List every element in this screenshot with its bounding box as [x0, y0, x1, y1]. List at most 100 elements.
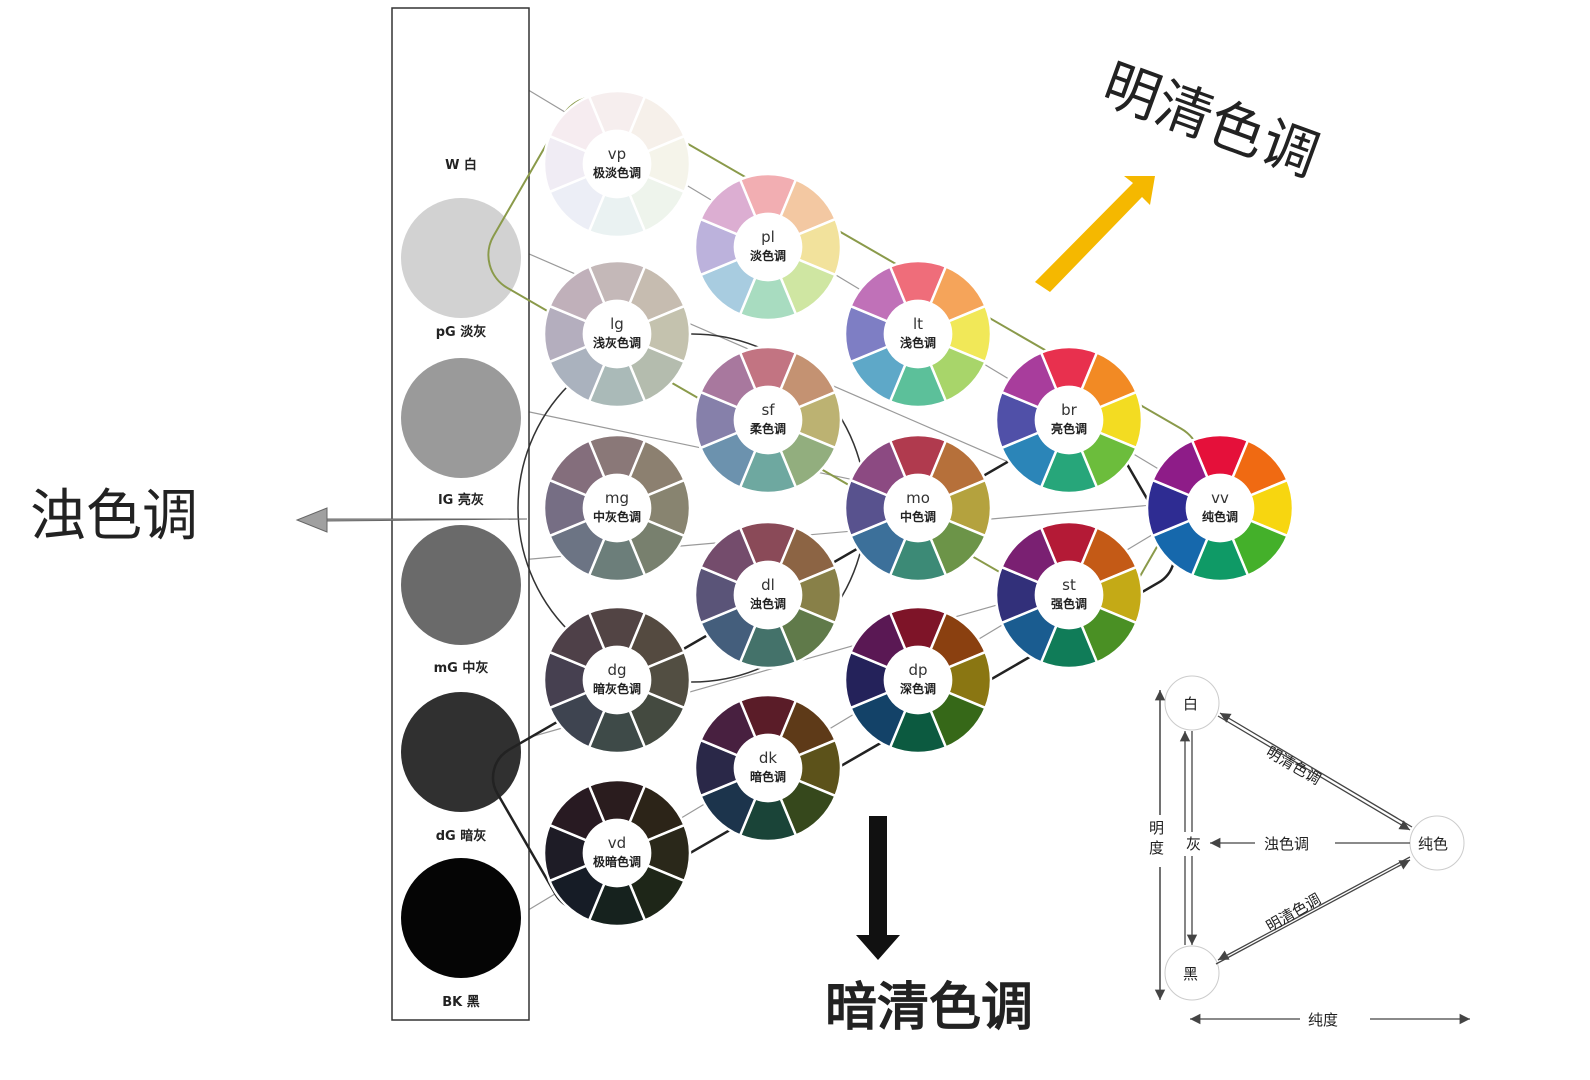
black-node [1164, 945, 1220, 1001]
wheel-center [734, 386, 802, 454]
wheel-center [884, 474, 952, 542]
dull-label: 浊色调 [30, 484, 198, 549]
gray-label-bg [1180, 832, 1210, 856]
lightness-label-bg [1142, 815, 1178, 867]
tone-wheel-br: br 亮色调 [994, 345, 1144, 495]
gray-scale-column: W 白 pG 淡灰 lG 亮灰 mG 中灰 dG 暗灰 BK 黑 [391, 7, 530, 1021]
tone-wheel-sf: sf 柔色调 [693, 345, 843, 495]
wheel-center [1035, 386, 1103, 454]
wheel-center [583, 646, 651, 714]
wheel-name-label: 亮色调 [1051, 421, 1087, 436]
dull-tri-label: 浊色调 [1264, 835, 1309, 853]
wheel-code-label: dl [761, 576, 775, 594]
light-clear-tri-label: 明清色调 [1263, 743, 1324, 789]
wheel-center [1035, 561, 1103, 629]
gray-swatch [401, 692, 521, 812]
wheel-name-label: 极暗色调 [593, 854, 641, 869]
gray-swatch [401, 525, 521, 645]
white-node [1164, 675, 1220, 731]
wheel-code-label: pl [761, 228, 775, 246]
wheel-code-label: dk [759, 749, 778, 767]
group-arrows [295, 176, 1155, 960]
wheel-name-label: 暗色调 [750, 769, 786, 784]
tone-triangle-diagram: 白 纯色 黑 灰 明清色调 浊色调 明清色调 明度 纯度 [1142, 675, 1470, 1032]
tone-wheel-mo: mo 中色调 [843, 433, 993, 583]
tone-wheel-st: st 强色调 [994, 520, 1144, 670]
gray-swatch-label: lG 亮灰 [438, 492, 484, 508]
wheel-name-label: 柔色调 [749, 421, 786, 436]
wheel-code-label: lt [913, 315, 923, 333]
chroma-label-bg [1300, 1008, 1370, 1032]
gray-swatch-label: pG 淡灰 [436, 324, 487, 340]
gray-scale-frame [391, 7, 530, 1021]
gray-swatch-label: mG 中灰 [434, 660, 489, 676]
tone-wheel-mg: mg 中灰色调 [542, 433, 692, 583]
wheel-center [734, 561, 802, 629]
tone-wheel-vd: vd 极暗色调 [542, 778, 692, 928]
tone-wheel-dl: dl 浊色调 [693, 520, 843, 670]
tone-wheel-vp: vp 极淡色调 [542, 89, 692, 239]
tone-wheel-dp: dp 深色调 [843, 605, 993, 755]
gray-swatch-label: W 白 [445, 157, 477, 173]
wheel-center [583, 819, 651, 887]
dark-clear-tri-label: 明清色调 [1263, 890, 1324, 936]
tone-wheel-lg: lg 浅灰色调 [542, 259, 692, 409]
wheel-center [734, 734, 802, 802]
wheel-center [1186, 474, 1254, 542]
wheel-code-label: dg [607, 661, 626, 679]
tone-wheel-vv: vv 纯色调 [1145, 433, 1295, 583]
wheel-name-label: 极淡色调 [593, 165, 641, 180]
wheel-name-label: 中灰色调 [593, 509, 641, 524]
gray-swatch [401, 358, 521, 478]
wheel-name-label: 淡色调 [750, 248, 786, 263]
tone-wheels: vp 极淡色调 pl 淡色调 lt 浅色调 br 亮色调 vv 纯色调 lg 浅灰色调 sf 柔色调 mo 中… [542, 89, 1295, 928]
light-clear-arrow [1035, 176, 1155, 292]
wheel-center [583, 130, 651, 198]
wheel-code-label: dp [908, 661, 927, 679]
wheel-code-label: vp [608, 145, 626, 163]
white-node-label: 白 [1183, 695, 1198, 713]
black-node-label: 黑 [1183, 965, 1198, 983]
chroma-axis-label: 纯度 [1308, 1011, 1338, 1029]
lightness-char: 度 [1149, 839, 1164, 857]
tone-wheel-pl: pl 淡色调 [693, 172, 843, 322]
wheel-code-label: lg [610, 315, 624, 333]
gray-node-label: 灰 [1186, 835, 1201, 853]
wheel-code-label: vv [1211, 489, 1229, 507]
wheel-name-label: 纯色调 [1202, 509, 1238, 524]
pure-node-label: 纯色 [1418, 835, 1448, 853]
wheel-center [884, 300, 952, 368]
wheel-center [734, 213, 802, 281]
lightness-char: 明 [1149, 819, 1164, 837]
wheel-code-label: mg [605, 489, 629, 507]
wheel-code-label: br [1061, 401, 1078, 419]
wheel-name-label: 浅灰色调 [593, 335, 641, 350]
gray-swatch-label: dG 暗灰 [436, 828, 487, 844]
wheel-center [884, 646, 952, 714]
wheel-name-label: 暗灰色调 [593, 681, 641, 696]
gray-swatch-label: BK 黑 [442, 995, 480, 1010]
wheel-name-label: 深色调 [900, 681, 936, 696]
wheel-code-label: st [1062, 576, 1076, 594]
wheel-name-label: 浅色调 [900, 335, 936, 350]
tone-wheel-dk: dk 暗色调 [693, 693, 843, 843]
wheel-center [583, 474, 651, 542]
gray-swatch [401, 858, 521, 978]
dark-clear-label: 暗清色调 [825, 977, 1033, 1038]
wheel-code-label: mo [906, 489, 930, 507]
light-clear-label: 明清色调 [1094, 52, 1327, 190]
gray-swatch [401, 198, 521, 318]
tone-wheel-lt: lt 浅色调 [843, 259, 993, 409]
wheel-name-label: 强色调 [1051, 596, 1087, 611]
dark-clear-arrow [856, 816, 900, 960]
wheel-code-label: sf [761, 401, 775, 419]
wheel-code-label: vd [608, 834, 626, 852]
tone-wheel-dg: dg 暗灰色调 [542, 605, 692, 755]
wheel-name-label: 浊色调 [750, 596, 786, 611]
dull-arrow [295, 507, 528, 533]
dull-tri-label-bg [1255, 832, 1335, 856]
wheel-center [583, 300, 651, 368]
wheel-name-label: 中色调 [900, 509, 936, 524]
lightness-axis-label: 明度 [1149, 819, 1164, 857]
